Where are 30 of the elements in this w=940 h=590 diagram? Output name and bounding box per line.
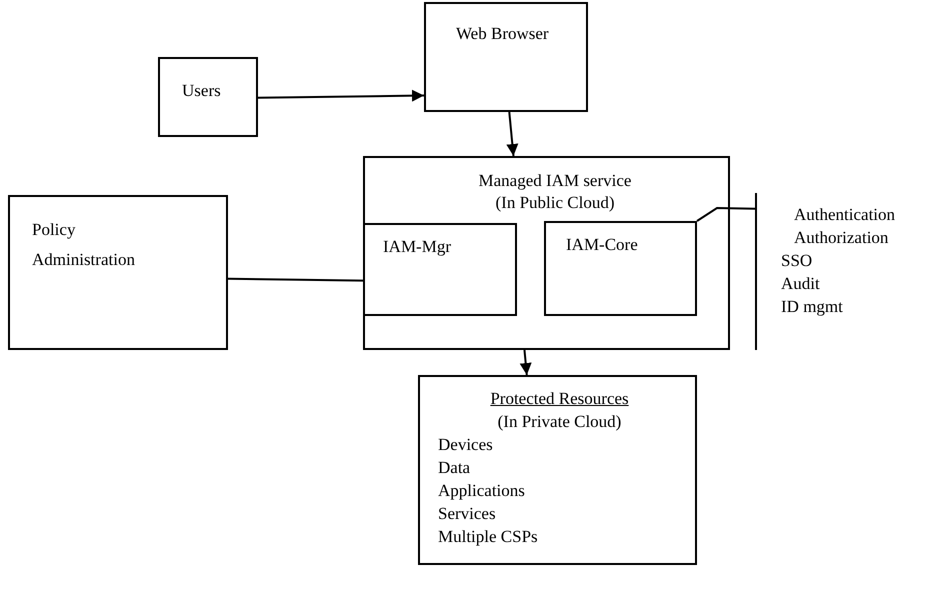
node-label: Managed IAM service (In Public Cloud) bbox=[478, 170, 632, 214]
heading-label: Protected Resources bbox=[489, 389, 630, 410]
node-label: Web Browser bbox=[456, 24, 549, 44]
list-item: Devices bbox=[438, 435, 493, 456]
list-item: ID mgmt bbox=[781, 297, 843, 318]
list-item: Authorization bbox=[794, 228, 888, 248]
node-label: IAM-Core bbox=[566, 235, 638, 256]
node-label: (In Private Cloud) bbox=[496, 412, 622, 432]
list-item: Services bbox=[438, 504, 496, 524]
container-box bbox=[363, 156, 730, 350]
list-item: Audit bbox=[781, 274, 820, 294]
process-box bbox=[418, 375, 697, 565]
connector-line bbox=[228, 278, 364, 282]
arrow bbox=[506, 112, 518, 156]
list-item: Applications bbox=[438, 481, 525, 502]
arrow bbox=[520, 350, 532, 376]
node-label: Policy Administration bbox=[32, 219, 136, 271]
node-label: IAM-Mgr bbox=[383, 237, 451, 258]
list-item: Authentication bbox=[794, 205, 896, 226]
arrow bbox=[258, 90, 424, 102]
list-item: SSO bbox=[781, 251, 812, 272]
list-item: Multiple CSPs bbox=[438, 527, 538, 548]
process-box bbox=[158, 57, 258, 137]
connector-line bbox=[696, 207, 756, 222]
list-item: Data bbox=[438, 458, 470, 478]
component-box bbox=[363, 223, 517, 316]
process-box bbox=[8, 195, 228, 350]
node-label: Users bbox=[182, 81, 221, 102]
process-box bbox=[424, 2, 588, 112]
component-box bbox=[544, 221, 697, 316]
